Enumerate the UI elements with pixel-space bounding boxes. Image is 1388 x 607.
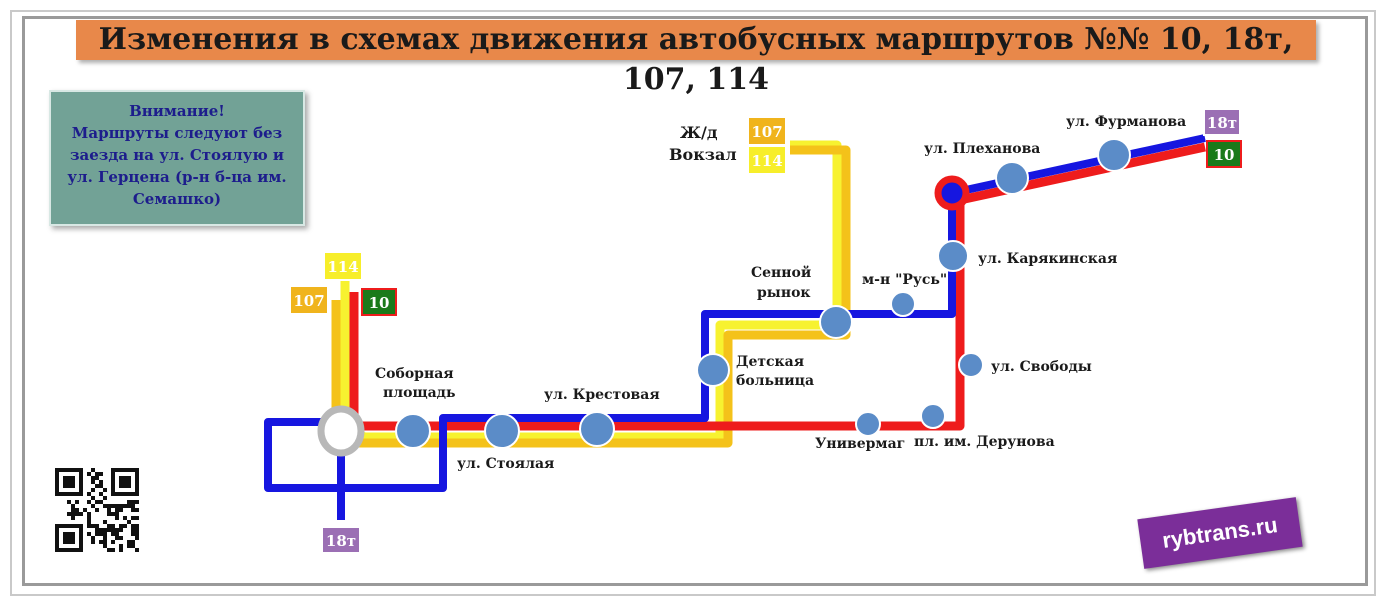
badge-114-vokzal: 114 xyxy=(747,145,787,175)
svg-text:10: 10 xyxy=(369,294,390,312)
page-title: Изменения в схемах движения автобусных м… xyxy=(76,20,1316,97)
badge-18t-right: 18т xyxy=(1203,108,1241,136)
label-detskaya-2: больница xyxy=(736,373,814,389)
stop-rus[interactable] xyxy=(890,291,916,317)
label-sobornaya-1: Соборная xyxy=(375,366,454,382)
stop-plekhanova[interactable] xyxy=(995,161,1029,195)
label-furmanova: ул. Фурманова xyxy=(1066,114,1186,130)
badge-10-right: 10 xyxy=(1206,140,1242,168)
label-derunova: пл. им. Дерунова xyxy=(914,434,1055,450)
stop-sennoy[interactable] xyxy=(819,305,853,339)
label-detskaya-1: Детская xyxy=(736,354,804,370)
svg-text:107: 107 xyxy=(293,292,324,310)
badge-10-left: 10 xyxy=(361,288,397,316)
label-vokzal-2: Вокзал xyxy=(669,145,737,164)
notice-line-4: ул. Герцена (р-н б-ца им. xyxy=(67,168,287,186)
sobornaya-junction xyxy=(317,405,365,457)
svg-text:18т: 18т xyxy=(326,532,356,550)
label-plekhanova: ул. Плеханова xyxy=(924,141,1040,157)
badge-107-left: 107 xyxy=(289,285,329,315)
label-krestovaya: ул. Крестовая xyxy=(544,387,660,403)
label-stoyalaya: ул. Стоялая xyxy=(457,456,554,472)
stop-furmanova[interactable] xyxy=(1097,138,1131,172)
route-10-line xyxy=(349,142,1206,431)
stop-karyakinskaya[interactable] xyxy=(937,240,969,272)
qr-code xyxy=(55,468,139,552)
notice-line-1: Внимание! xyxy=(129,102,225,120)
notice-line-2: Маршруты следуют без xyxy=(71,124,283,142)
stop-svobody[interactable] xyxy=(958,352,984,378)
stop-stoyalaya-1[interactable] xyxy=(395,413,431,449)
outer-frame xyxy=(10,10,1376,596)
notice-line-3: заезда на ул. Стоялую и xyxy=(69,146,285,164)
svg-text:18т: 18т xyxy=(1207,114,1237,132)
stop-krestovaya-2[interactable] xyxy=(579,411,615,447)
label-univermag: Универмаг xyxy=(815,436,905,452)
svg-text:114: 114 xyxy=(751,152,782,170)
plekhanova-ring xyxy=(934,175,970,211)
label-sobornaya-2: площадь xyxy=(383,385,456,401)
notice-box: Внимание! Маршруты следуют без заезда на… xyxy=(49,90,305,226)
label-sennoy-1: Сенной xyxy=(751,264,811,281)
stop-detskaya[interactable] xyxy=(696,353,730,387)
badge-114-left: 114 xyxy=(323,251,363,281)
stop-krestovaya-1[interactable] xyxy=(484,413,520,449)
svg-text:10: 10 xyxy=(1214,146,1235,164)
label-sennoy-2: рынок xyxy=(757,285,811,301)
label-svobody: ул. Свободы xyxy=(991,359,1092,375)
svg-text:114: 114 xyxy=(327,258,358,276)
badge-107-vokzal: 107 xyxy=(747,116,787,146)
svg-text:107: 107 xyxy=(751,123,782,141)
label-vokzal-1: Ж/д xyxy=(680,123,718,142)
label-karyakinskaya: ул. Карякинская xyxy=(978,251,1117,267)
notice-line-5: Семашко) xyxy=(132,190,222,208)
stop-univermag[interactable] xyxy=(855,411,881,437)
label-rus: м-н "Русь" xyxy=(862,272,947,288)
stop-derunova[interactable] xyxy=(920,403,946,429)
badge-18t-bottom: 18т xyxy=(321,526,361,554)
